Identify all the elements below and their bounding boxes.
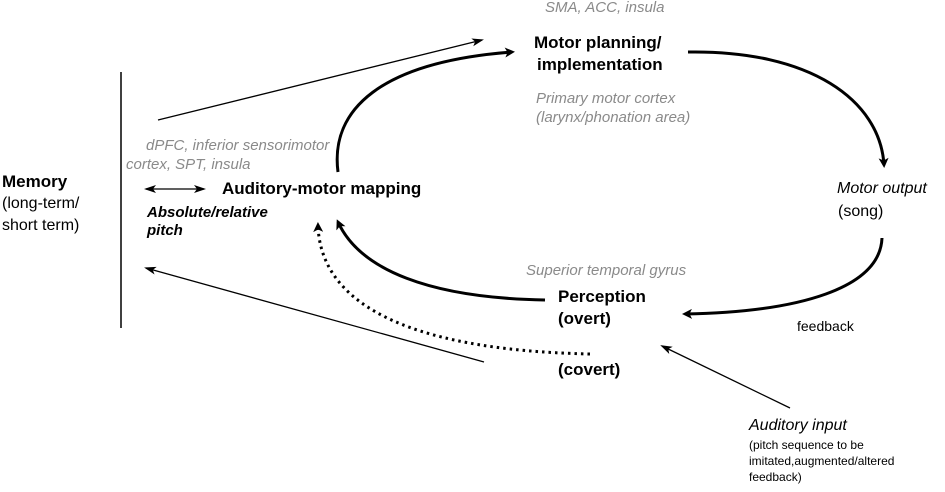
node-memory: Memory bbox=[2, 172, 68, 191]
auditory-input-desc-line1: (pitch sequence to be bbox=[749, 438, 864, 452]
label-feedback: feedback bbox=[797, 318, 854, 334]
node-motor-output: Motor output bbox=[837, 180, 927, 197]
arrow-memory-to-planning bbox=[157, 38, 484, 121]
arrow-mapping-to-planning bbox=[335, 47, 515, 173]
node-perception-overt: (overt) bbox=[558, 309, 611, 328]
auditory-input-desc-line3: feedback) bbox=[749, 470, 802, 484]
node-motor-planning-line1: Motor planning/ bbox=[534, 33, 662, 52]
node-auditory-motor-mapping: Auditory-motor mapping bbox=[222, 179, 422, 198]
node-song: (song) bbox=[838, 203, 884, 220]
region-primary-motor-cortex: Primary motor cortex bbox=[536, 90, 676, 107]
region-superior-temporal-gyrus: Superior temporal gyrus bbox=[526, 262, 687, 279]
auditory-input-desc-line2: imitated,augmented/altered bbox=[749, 454, 895, 468]
node-memory-long-term: (long-term/ bbox=[2, 195, 80, 212]
node-perception: Perception bbox=[558, 287, 646, 306]
arrow-input-to-perception bbox=[660, 345, 791, 409]
region-larynx-phonation: (larynx/phonation area) bbox=[536, 109, 691, 126]
node-pitch-line2: pitch bbox=[147, 222, 183, 239]
arrow-covert-to-mapping bbox=[313, 222, 591, 356]
arrow-covert-to-memory bbox=[144, 266, 485, 363]
region-cortex-spt-insula: cortex, SPT, insula bbox=[126, 156, 251, 173]
node-motor-planning-line2: implementation bbox=[537, 55, 663, 74]
arrow-output-to-perception bbox=[682, 237, 884, 319]
arrow-perception-to-mapping bbox=[336, 219, 546, 302]
arrow-planning-to-output bbox=[687, 50, 889, 168]
node-pitch-line1: Absolute/relative bbox=[147, 204, 268, 221]
region-dpfc-sensorimotor: dPFC, inferior sensorimotor bbox=[146, 137, 330, 154]
region-sma-acc-insula: SMA, ACC, insula bbox=[545, 0, 665, 16]
node-memory-short-term: short term) bbox=[2, 217, 80, 234]
node-covert: (covert) bbox=[558, 360, 621, 379]
node-auditory-input: Auditory input bbox=[749, 417, 847, 434]
